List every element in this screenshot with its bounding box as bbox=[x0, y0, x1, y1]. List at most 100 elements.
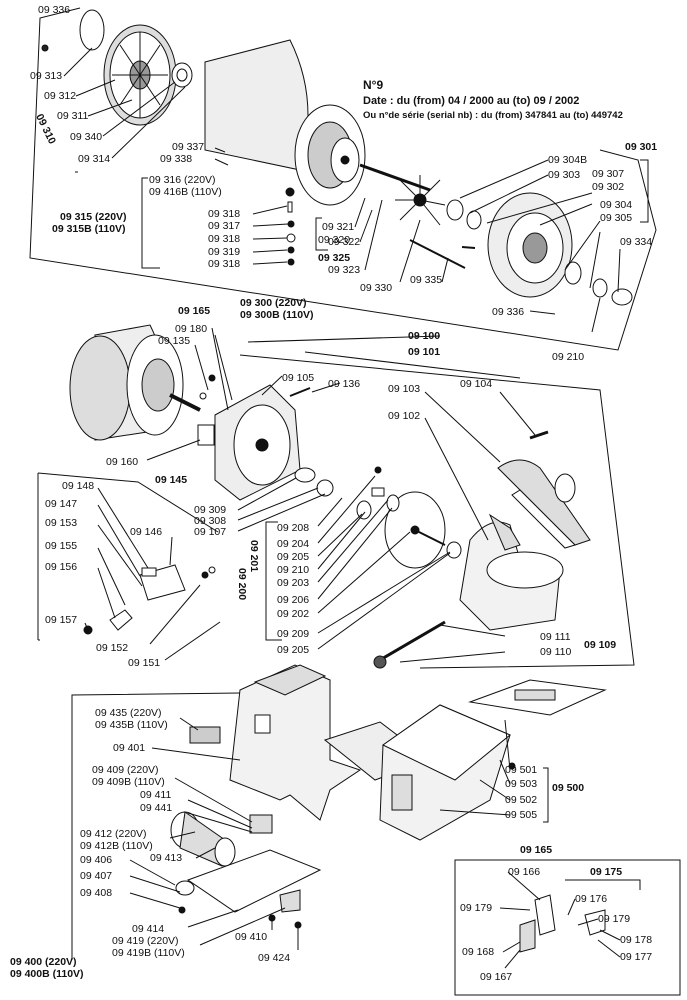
part-label: 09 416B (110V) bbox=[149, 186, 222, 198]
part-label: 09 406 bbox=[80, 854, 113, 866]
part-label: 09 501 bbox=[505, 764, 538, 776]
part-label: 09 160 bbox=[106, 456, 139, 468]
part-label: 09 318 bbox=[208, 208, 241, 220]
part-label: 09 309 bbox=[194, 504, 227, 516]
switch-assembly bbox=[37, 472, 221, 661]
part-label: 09 314 bbox=[78, 153, 111, 165]
part-label: 09 337 bbox=[172, 141, 205, 153]
part-label: 09 105 bbox=[282, 372, 315, 384]
group-label: 09 101 bbox=[408, 346, 441, 358]
capacitor-part bbox=[170, 811, 236, 867]
group-label: 09 165 bbox=[520, 844, 553, 856]
part-label: 09 311 bbox=[57, 110, 89, 122]
group-label: 09 315 (220V) bbox=[60, 211, 127, 223]
part-label: 09 178 bbox=[620, 934, 653, 946]
part-label: 09 413 bbox=[150, 852, 183, 864]
group-label: 09 145 bbox=[155, 474, 188, 486]
part-label: 09 308 bbox=[194, 515, 227, 527]
part-label: 09 166 bbox=[508, 866, 541, 878]
part-label: 09 505 bbox=[505, 809, 538, 821]
group-label: 09 315B (110V) bbox=[52, 223, 126, 235]
part-label: 09 412B (110V) bbox=[80, 840, 153, 852]
part-label: 09 317 bbox=[208, 220, 241, 232]
part-label: 09 424 bbox=[258, 952, 291, 964]
part-label: 09 407 bbox=[80, 870, 113, 882]
pusher-part bbox=[497, 459, 591, 549]
fan-blade-part bbox=[395, 175, 446, 226]
group-label: 09 325 bbox=[318, 252, 351, 264]
part-label: 09 319 bbox=[208, 246, 241, 258]
part-label: 09 153 bbox=[45, 517, 78, 529]
page-number: N°9 bbox=[363, 78, 384, 92]
part-label: 09 307 bbox=[592, 168, 625, 180]
part-label: 09 180 bbox=[175, 323, 208, 335]
part-label: 09 303 bbox=[548, 169, 581, 181]
part-label: 09 412 (220V) bbox=[80, 828, 147, 840]
group-label: 09 200 bbox=[236, 568, 248, 601]
middle-motor-assembly bbox=[69, 324, 635, 669]
part-label: 09 330 bbox=[360, 282, 393, 294]
part-label: 09 312 bbox=[44, 90, 77, 102]
part-label: 09 205 bbox=[277, 644, 310, 656]
part-label: 09 111 bbox=[540, 631, 571, 643]
part-label: 09 177 bbox=[620, 951, 653, 963]
part-label: 09 335 bbox=[410, 274, 443, 286]
part-label: 09 136 bbox=[328, 378, 361, 390]
group-label: 09 300 (220V) bbox=[240, 297, 307, 309]
part-label: 09 102 bbox=[388, 410, 421, 422]
part-label: 09 208 bbox=[277, 522, 310, 534]
part-label: 09 409B (110V) bbox=[92, 776, 165, 788]
part-label: 09 156 bbox=[45, 561, 78, 573]
group-label: 09 400B (110V) bbox=[10, 968, 84, 980]
part-label: 09 155 bbox=[45, 540, 78, 552]
part-label: 09 321 bbox=[322, 221, 355, 233]
group-label: 09 500 bbox=[552, 782, 585, 794]
front-housing-part bbox=[487, 192, 573, 298]
part-label: 09 503 bbox=[505, 778, 538, 790]
part-label: 09 168 bbox=[462, 946, 495, 958]
part-label: 09 334 bbox=[620, 236, 653, 248]
part-label: 09 209 bbox=[277, 628, 310, 640]
group-label: 09 201 bbox=[248, 540, 260, 573]
part-label: 09 318 bbox=[208, 258, 241, 270]
part-label: 09 179 bbox=[460, 902, 493, 914]
group-label: 09 300B (110V) bbox=[240, 309, 314, 321]
part-label: 09 110 bbox=[540, 646, 572, 658]
base-plate-part bbox=[186, 849, 322, 913]
part-label: 09 408 bbox=[80, 887, 113, 899]
part-label: 09 146 bbox=[130, 526, 163, 538]
part-label: 09 336 bbox=[492, 306, 525, 318]
part-label: 09 313 bbox=[30, 70, 63, 82]
part-label: 09 104 bbox=[460, 378, 493, 390]
part-label: 09 302 bbox=[592, 181, 625, 193]
motor-flange-part bbox=[214, 384, 301, 501]
part-label: 09 419B (110V) bbox=[112, 947, 185, 959]
part-label: 09 320 bbox=[318, 234, 351, 246]
part-label: 09 340 bbox=[70, 131, 103, 143]
group-label: 09 400 (220V) bbox=[10, 956, 77, 968]
fan-cover-part bbox=[103, 24, 177, 126]
part-label: 09 410 bbox=[235, 931, 268, 943]
part-label: 09 318 bbox=[208, 233, 241, 245]
part-label: 09 205 bbox=[277, 551, 310, 563]
part-label: 09 304B bbox=[548, 154, 588, 166]
part-label: 09 135 bbox=[158, 335, 191, 347]
group-label: 09 175 bbox=[590, 866, 623, 878]
cutting-disk-part bbox=[384, 491, 446, 569]
drawer-box-part bbox=[379, 704, 511, 841]
part-label: 09 167 bbox=[480, 971, 513, 983]
base-assembly bbox=[71, 664, 432, 960]
group-label: 09 301 bbox=[625, 141, 658, 153]
part-label: 09 316 (220V) bbox=[149, 174, 216, 186]
part-label: 09 305 bbox=[600, 212, 633, 224]
serial-range: Ou n°de série (serial nb) : du (from) 34… bbox=[363, 110, 623, 121]
group-label: 09 109 bbox=[584, 639, 617, 651]
part-label: 09 419 (220V) bbox=[112, 935, 179, 947]
part-label: 09 151 bbox=[128, 657, 161, 669]
part-label: 09 401 bbox=[113, 742, 146, 754]
part-label: 09 322 bbox=[328, 236, 361, 248]
part-label: 09 203 bbox=[277, 577, 310, 589]
switch-detail-inset bbox=[454, 859, 681, 996]
part-label: 09 152 bbox=[96, 642, 129, 654]
